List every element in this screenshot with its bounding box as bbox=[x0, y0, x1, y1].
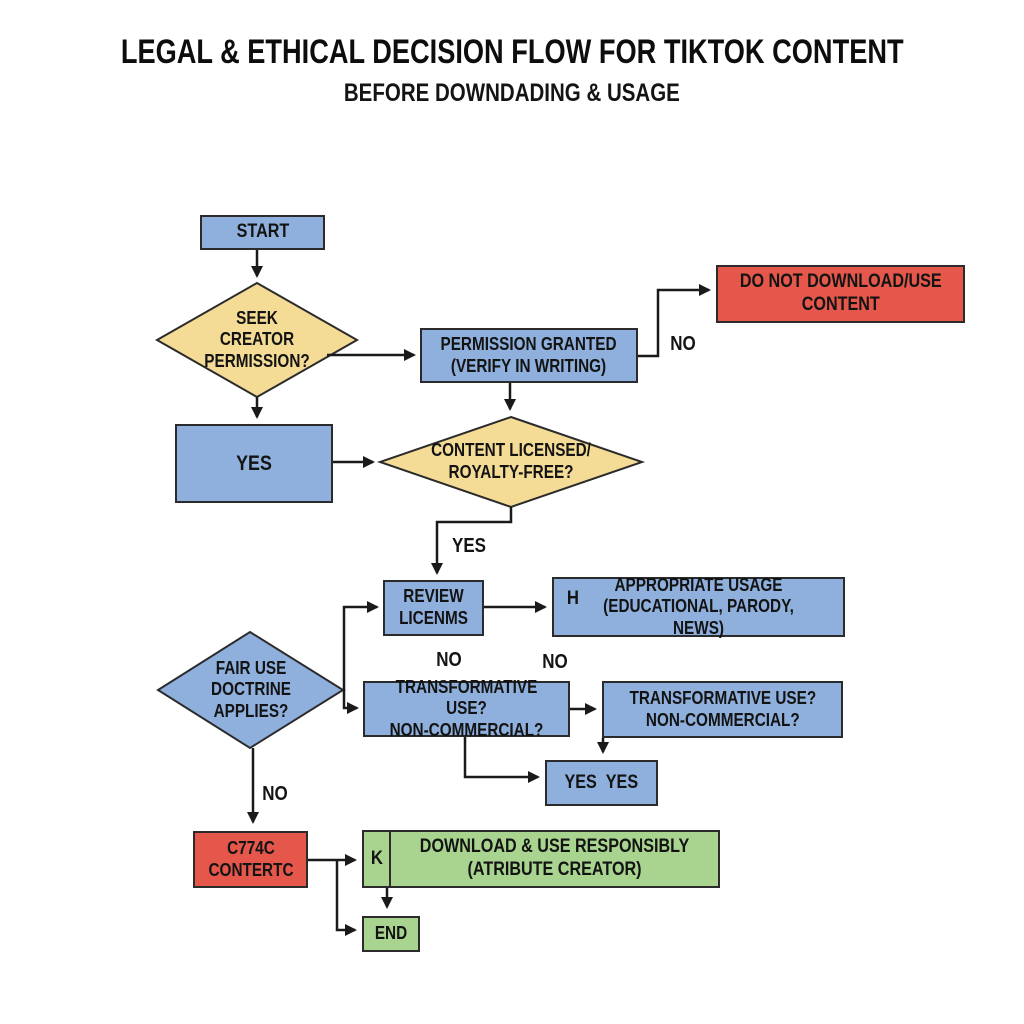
edge-label-yes-licensed-text: YES bbox=[452, 535, 487, 557]
yes-yes-label: YES YES bbox=[564, 771, 639, 793]
seek-permission-label: SEEK CREATOR PERMISSION? bbox=[204, 307, 310, 371]
end-label: END bbox=[374, 923, 408, 944]
permission-granted-node: PERMISSION GRANTED (VERIFY IN WRITING) bbox=[420, 328, 638, 383]
appropriate-usage-node: H APPROPRIATE USAGE (EDUCATIONAL, PARODY… bbox=[552, 574, 845, 638]
permission-granted-label: PERMISSION GRANTED (VERIFY IN WRITING) bbox=[441, 333, 617, 376]
edge-label-no-fairuse-text: NO bbox=[262, 783, 288, 805]
edge-label-no-permission: NO bbox=[668, 333, 698, 356]
download-responsibly-prefix: K bbox=[370, 848, 383, 869]
do-not-download-node: DO NOT DOWNLOAD/USE CONTENT bbox=[716, 265, 965, 323]
download-responsibly-label: DOWNLOAD & USE RESPONSIBLY (ATRIBUTE CRE… bbox=[419, 836, 690, 880]
fair-use-label: FAIR USE DOCTRINE APPLIES? bbox=[210, 657, 291, 721]
download-responsibly-node: K DOWNLOAD & USE RESPONSIBLY (ATRIBUTE C… bbox=[362, 830, 720, 888]
end-node: END bbox=[362, 916, 420, 952]
download-responsibly-prefix-cell: K bbox=[364, 832, 391, 886]
appropriate-usage-label: APPROPRIATE USAGE (EDUCATIONAL, PARODY, … bbox=[603, 574, 794, 638]
download-responsibly-main-cell: DOWNLOAD & USE RESPONSIBLY (ATRIBUTE CRE… bbox=[391, 832, 718, 886]
review-license-label: REVIEW LICENMS bbox=[399, 586, 468, 628]
edge-label-no-review: NO bbox=[434, 649, 464, 672]
restricted-content-node: C774C CONTERTC bbox=[193, 831, 308, 888]
edge-label-no-review-text: NO bbox=[436, 649, 462, 671]
edge-label-no-transformative: NO bbox=[540, 651, 570, 674]
edge-fairuse-to-transformative1 bbox=[342, 689, 359, 714]
transformative-use-node-1: TRANSFORMATIVE USE? NON-COMMERCIAL? bbox=[363, 677, 570, 740]
page-subtitle-text: BEFORE DOWNDADING & USAGE bbox=[344, 79, 680, 107]
transformative-use-label-2: TRANSFORMATIVE USE? NON-COMMERCIAL? bbox=[629, 687, 816, 730]
page-subtitle: BEFORE DOWNDADING & USAGE bbox=[0, 79, 1024, 108]
edge-fairuse-to-review bbox=[342, 601, 379, 691]
restricted-content-label: C774C CONTERTC bbox=[208, 837, 293, 880]
yes-node-label: YES bbox=[236, 451, 272, 475]
start-label: START bbox=[236, 221, 289, 243]
edge-transformative1-to-yesyes bbox=[463, 737, 540, 783]
review-license-node: REVIEW LICENMS bbox=[383, 580, 484, 636]
page-title: LEGAL & ETHICAL DECISION FLOW FOR TIKTOK… bbox=[0, 33, 1024, 72]
start-node: START bbox=[200, 215, 325, 250]
seek-permission-node: SEEK CREATOR PERMISSION? bbox=[157, 283, 357, 397]
do-not-download-label: DO NOT DOWNLOAD/USE CONTENT bbox=[739, 271, 942, 315]
edge-label-no-fairuse: NO bbox=[260, 783, 290, 806]
content-licensed-label: CONTENT LICENSED/ ROYALTY-FREE? bbox=[431, 440, 591, 482]
fair-use-node: FAIR USE DOCTRINE APPLIES? bbox=[158, 632, 343, 748]
edge-restricted-to-end bbox=[335, 860, 357, 936]
transformative-use-node-2: TRANSFORMATIVE USE? NON-COMMERCIAL? bbox=[602, 681, 843, 738]
yes-node: YES bbox=[175, 424, 333, 503]
yes-yes-node: YES YES bbox=[545, 760, 658, 806]
transformative-use-label-1: TRANSFORMATIVE USE? NON-COMMERCIAL? bbox=[389, 676, 544, 740]
content-licensed-node: CONTENT LICENSED/ ROYALTY-FREE? bbox=[380, 417, 642, 507]
edge-label-yes-licensed: YES bbox=[449, 535, 489, 558]
edge-label-no-permission-text: NO bbox=[670, 333, 696, 355]
edge-label-no-transformative-text: NO bbox=[542, 651, 568, 673]
appropriate-usage-prefix: H bbox=[566, 588, 579, 609]
page-title-text: LEGAL & ETHICAL DECISION FLOW FOR TIKTOK… bbox=[120, 33, 904, 71]
